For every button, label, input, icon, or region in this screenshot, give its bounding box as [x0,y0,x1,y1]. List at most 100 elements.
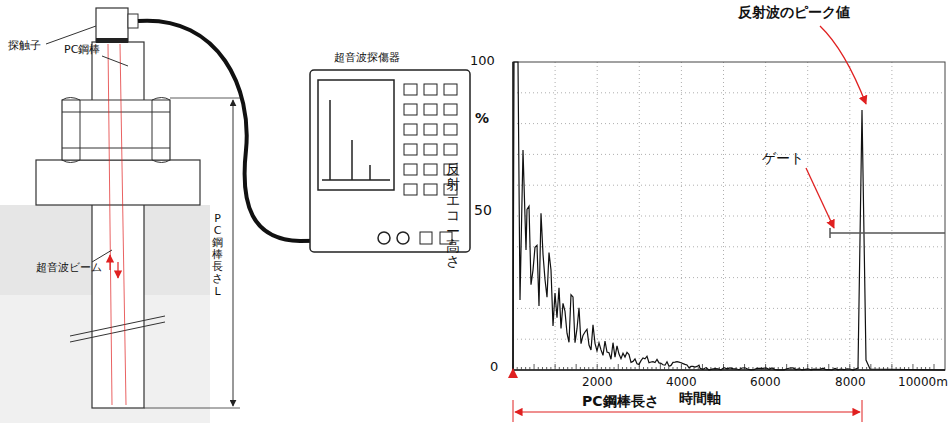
tick [635,367,636,370]
tick [614,367,615,370]
tick-label: 4000 [666,376,697,390]
tick [580,367,581,370]
axis-value: 100 [470,54,495,69]
probe-connector [128,14,138,28]
tick-label: 8000 [835,376,866,390]
button [404,84,417,95]
button [424,84,437,95]
grid-line [555,62,556,370]
tick [588,367,589,370]
leader-arrow [820,26,866,104]
tick [681,364,682,370]
grid-line [513,308,945,309]
grid-line [639,62,640,370]
probe-face [96,38,128,43]
tick [668,367,669,370]
tick [643,367,644,370]
button [424,144,437,155]
probe [96,8,128,42]
grid-line [513,216,945,217]
grid-line [513,339,945,340]
tick [571,367,572,370]
tick [660,364,661,370]
tick [559,367,560,370]
pc-bar [92,42,144,408]
tick [630,367,631,370]
callout-label: 反射波のピーク値 [738,4,850,20]
tick [555,364,556,370]
beam-arrow [109,255,110,270]
nut [62,100,170,160]
tick [866,367,867,370]
tick [609,367,610,370]
grid-line [513,123,945,124]
tick [656,367,657,370]
tick [651,367,652,370]
tick [601,367,602,370]
grid-line [723,62,724,370]
ultrasonic-beam [108,44,126,405]
extension-line [144,98,240,408]
button [424,124,437,135]
tick [563,367,564,370]
leader-arrow [806,168,834,228]
leader-line [46,26,96,44]
echo-trace [513,62,945,370]
grid-line [513,154,945,155]
tick [685,367,686,370]
tick [592,367,593,370]
grid-line [807,62,808,370]
tick [550,367,551,370]
tick [934,364,935,370]
bearing-plate [36,160,200,205]
nut-edges [62,98,170,163]
button [444,124,457,135]
grid-line [513,246,945,247]
leader-line [102,56,128,66]
break-mark [70,316,165,342]
device-label: 超音波探傷器 [334,52,400,65]
tick [546,367,547,370]
connector-knob [397,232,409,244]
tick [538,367,539,370]
button [404,104,417,115]
tick [584,367,585,370]
tick [647,367,648,370]
chart-grid [513,62,945,370]
tick-label: 6000 [750,376,781,390]
tick [517,367,518,370]
axis-value: 0 [490,360,498,375]
axis-title: 時間軸 [679,390,721,406]
axis-value: 50 [474,202,492,218]
button [404,124,417,135]
tick [664,367,665,370]
part-label: 超音波ビーム [36,262,102,275]
tick [542,367,543,370]
chart-frame [513,62,945,370]
grid-line [513,277,945,278]
part-label: 探触子 [8,40,41,53]
tick [862,367,863,370]
tick [529,367,530,370]
dimension-label: PC鋼棒長さ [582,393,659,409]
axis-title: 反射エコー高さ [446,162,460,270]
tick [672,367,673,370]
grid-line [513,92,945,93]
leader-line [92,250,112,262]
tick [626,367,627,370]
tick [622,367,623,370]
tick [605,367,606,370]
tick [534,364,535,370]
origin-marker [508,368,518,378]
button [424,164,437,175]
beam-arrow [117,262,118,278]
button [420,232,432,244]
connector-knob [378,232,390,244]
button [404,184,417,195]
button [404,144,417,155]
tick [677,367,678,370]
tick [597,364,598,370]
grid-line [891,62,892,370]
tick-label: 2000 [582,376,613,390]
button [444,144,457,155]
